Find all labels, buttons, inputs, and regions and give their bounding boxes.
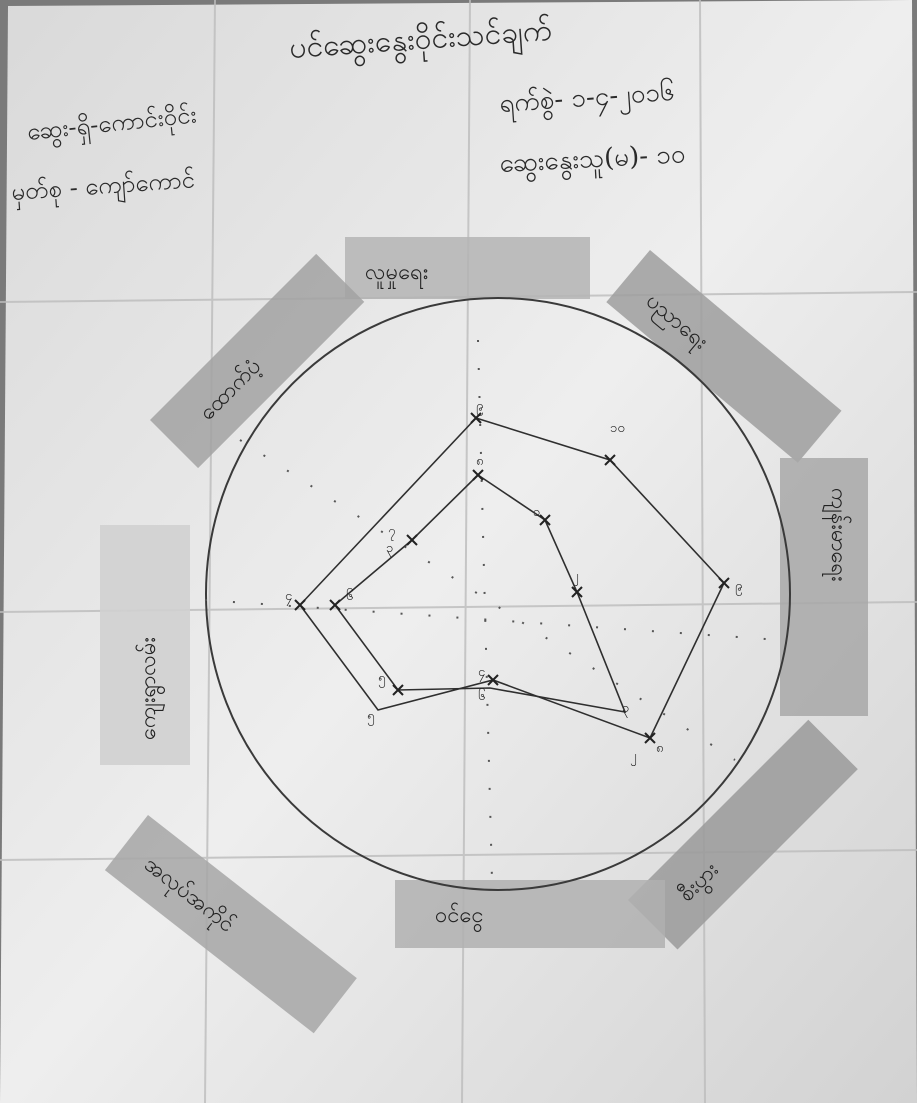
point-label: ၆: [346, 588, 353, 604]
point-label: ၈: [656, 741, 663, 756]
point-label: ၃: [386, 541, 393, 558]
tape-strip: [780, 458, 868, 716]
point-label: ၈: [476, 454, 483, 469]
point-label: ၉: [735, 579, 742, 596]
spoke-tape-top: လူမှုရေး: [345, 237, 590, 299]
point-label: ၆: [478, 688, 485, 704]
spoke-label-right: ကျန်းမာရေး: [822, 488, 852, 582]
point-label: ၁၀: [610, 421, 625, 436]
point-label: ၃: [622, 701, 629, 718]
point-label: ၁: [533, 505, 540, 520]
spoke-tape-right: ကျန်းမာရေး: [780, 458, 868, 716]
point-label: ၅: [367, 709, 374, 726]
point-label: ၉: [476, 399, 483, 416]
point-label: ၂: [630, 749, 636, 766]
point-label: ၇: [388, 524, 395, 541]
spoke-tape-bottom: ဝင်ငွေ: [395, 880, 665, 948]
spoke-label-top: လူမှုရေး: [365, 260, 428, 289]
point-label: ၄: [285, 589, 293, 606]
point-label: ၅: [378, 671, 385, 688]
point-label: ၂: [572, 569, 578, 586]
point-label: ၄: [478, 665, 486, 682]
spoke-tape-left: ကျေးရွာလမ်း: [100, 525, 190, 765]
